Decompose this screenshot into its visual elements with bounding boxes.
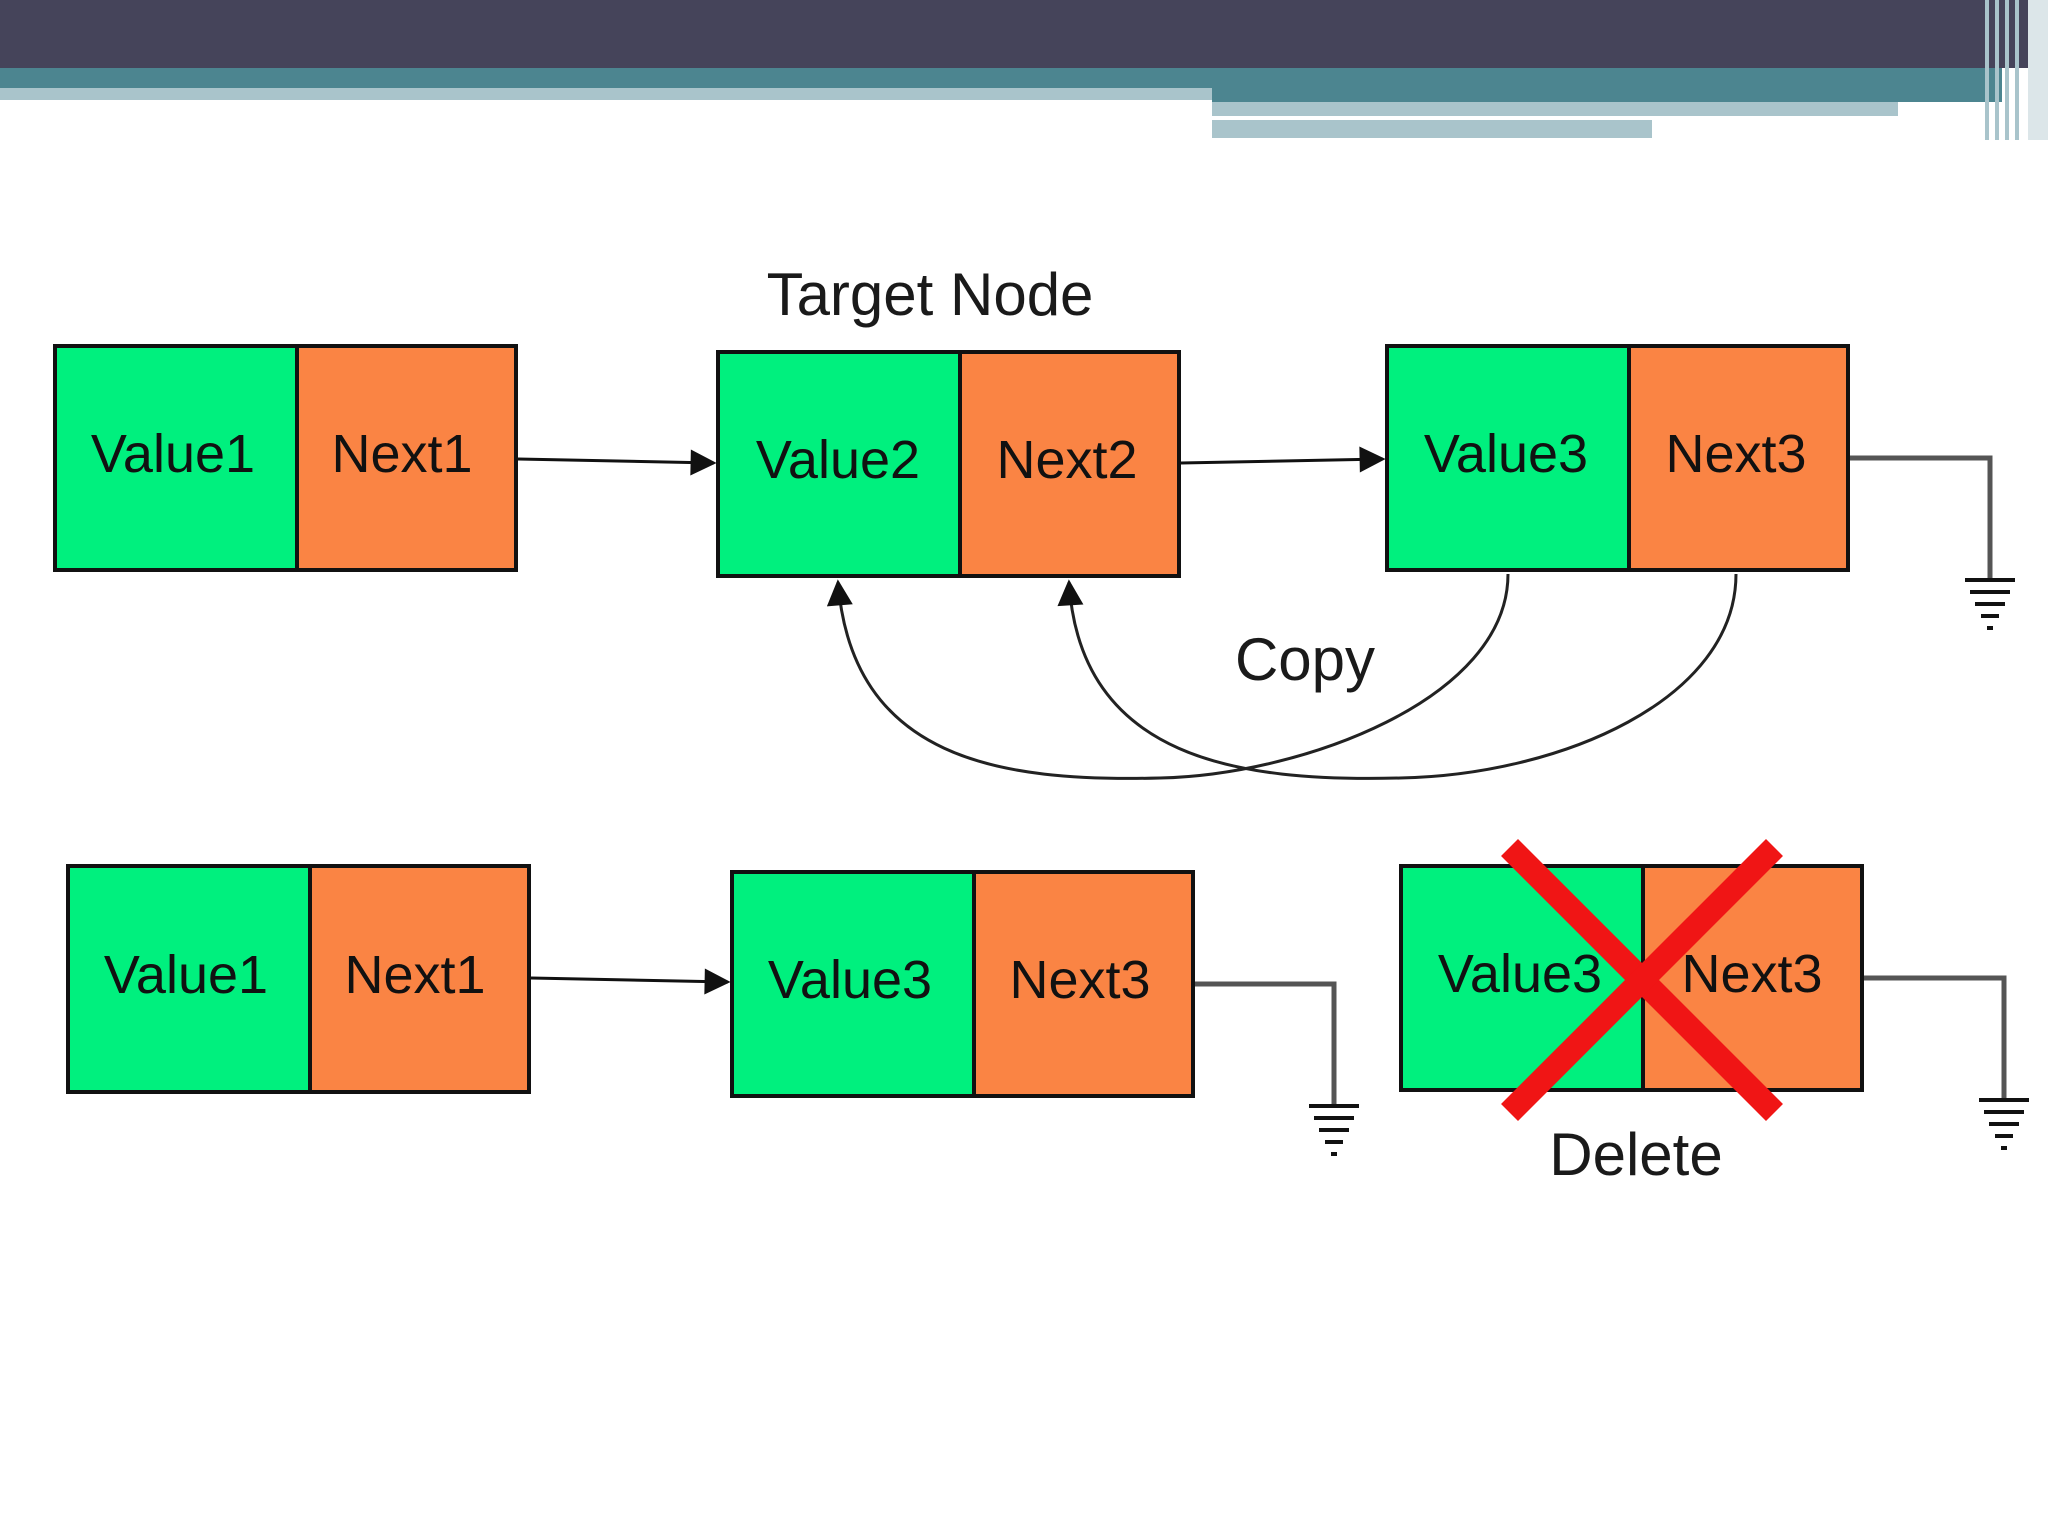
next-label: Next1 [344, 945, 485, 1005]
top-node-3: Value3 Next3 [1385, 344, 1850, 572]
pointer-arrow-1-to-2 [517, 449, 717, 476]
header-dark-bar [0, 0, 2048, 68]
value-label: Value3 [768, 950, 932, 1010]
next-cell [958, 350, 1181, 578]
value-label: Value3 [1438, 944, 1602, 1004]
bottom-node-2: Value3 Next3 [730, 870, 1195, 1098]
pointer-arrow-1-to-2 [530, 968, 731, 995]
bottom-node-1: Value1 Next1 [66, 864, 531, 1094]
copy-arrow-value [826, 573, 1510, 780]
pointer-arrow-2-to-3 [1180, 446, 1386, 473]
header-stripe [1985, 0, 1989, 140]
value-cell [730, 870, 976, 1098]
header-teal-bar-left [0, 68, 1212, 90]
null-pointer-line [1195, 981, 1337, 1104]
value-cell [716, 350, 962, 578]
header-stripe [2015, 0, 2019, 140]
header-stripe [2005, 0, 2009, 140]
copy-label: Copy [1235, 626, 1375, 693]
next-label: Next3 [1009, 950, 1150, 1010]
header-stripe [2028, 0, 2048, 140]
header-light-bar-right [1212, 102, 1898, 116]
bottom-node-3-deleted: Value3 Next3 [1399, 864, 1864, 1092]
delete-x-icon [1501, 839, 1783, 1121]
ground-icon [1965, 578, 2015, 630]
value-label: Value1 [91, 424, 255, 484]
header-light-bar-lower [1212, 120, 1652, 138]
value-cell [66, 864, 312, 1094]
ground-icon [1979, 1098, 2029, 1150]
next-cell [972, 870, 1195, 1098]
header-stripe [1995, 0, 1999, 140]
top-node-2-target: Value2 Next2 [716, 350, 1181, 578]
ground-icon [1309, 1104, 1359, 1156]
header-teal-bar-right [1212, 68, 2002, 102]
next-cell [295, 344, 518, 572]
null-pointer-line [1850, 455, 1993, 578]
top-node-1: Value1 Next1 [53, 344, 518, 572]
next-cell [308, 864, 531, 1094]
next-label: Next1 [331, 424, 472, 484]
value-label: Value1 [104, 945, 268, 1005]
value-cell [1399, 864, 1645, 1092]
header-light-bar-left [0, 88, 1212, 100]
slide-header-band [0, 0, 2048, 140]
copy-arrow-next [1057, 573, 1738, 780]
next-label: Next3 [1681, 944, 1822, 1004]
null-pointer-line [1864, 975, 2007, 1098]
next-cell [1627, 344, 1850, 572]
value-cell [1385, 344, 1631, 572]
value-label: Value3 [1424, 424, 1588, 484]
delete-label: Delete [1549, 1121, 1722, 1188]
next-cell [1641, 864, 1864, 1092]
value-label: Value2 [756, 430, 920, 490]
next-label: Next2 [996, 430, 1137, 490]
target-node-label: Target Node [767, 261, 1094, 328]
next-label: Next3 [1665, 424, 1806, 484]
value-cell [53, 344, 299, 572]
